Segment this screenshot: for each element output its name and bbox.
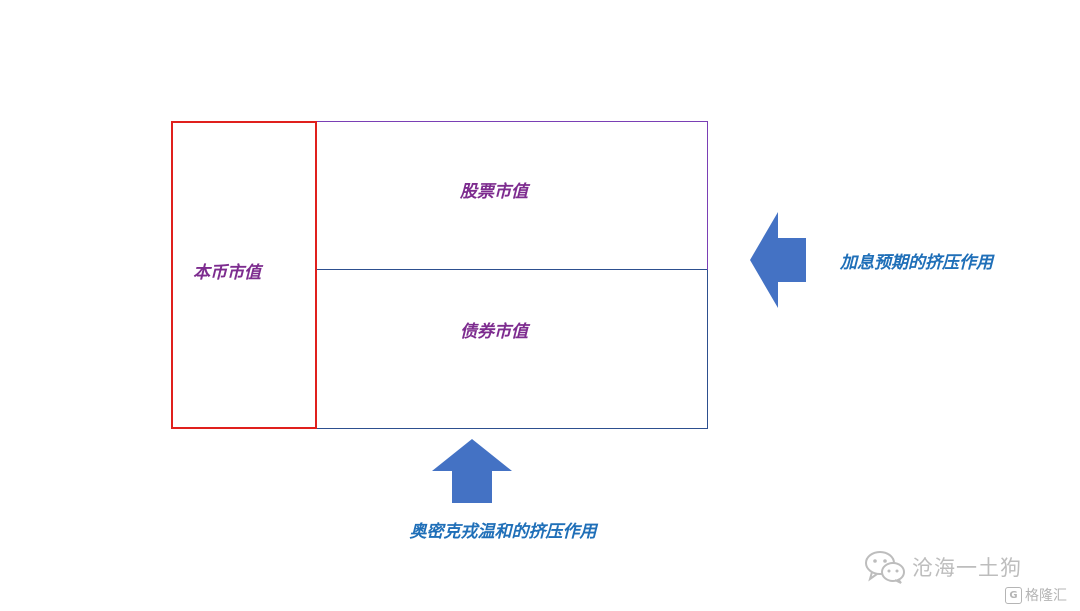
brand-logo-icon: G	[1005, 586, 1022, 604]
omicron-squeeze-label: 奥密克戎温和的挤压作用	[409, 522, 597, 542]
bond-market-value-label: 债券市值	[460, 322, 528, 342]
watermark-author-name: 沧海一土狗	[912, 556, 1022, 580]
brand-name: 格隆汇	[1025, 588, 1067, 604]
local-currency-label: 本币市值	[193, 263, 261, 283]
brand-logo: G 格隆汇	[1005, 585, 1067, 605]
rate-hike-squeeze-label: 加息预期的挤压作用	[840, 253, 993, 273]
watermark: 沧海一土狗 G 格隆汇	[862, 548, 1072, 608]
left-arrow-icon	[750, 212, 806, 308]
bond-market-value-box	[316, 269, 708, 429]
local-currency-box	[171, 121, 317, 429]
stock-market-value-label: 股票市值	[460, 182, 528, 202]
stock-market-value-box	[316, 121, 708, 270]
up-arrow-icon	[432, 439, 512, 503]
wechat-icon	[865, 551, 905, 584]
